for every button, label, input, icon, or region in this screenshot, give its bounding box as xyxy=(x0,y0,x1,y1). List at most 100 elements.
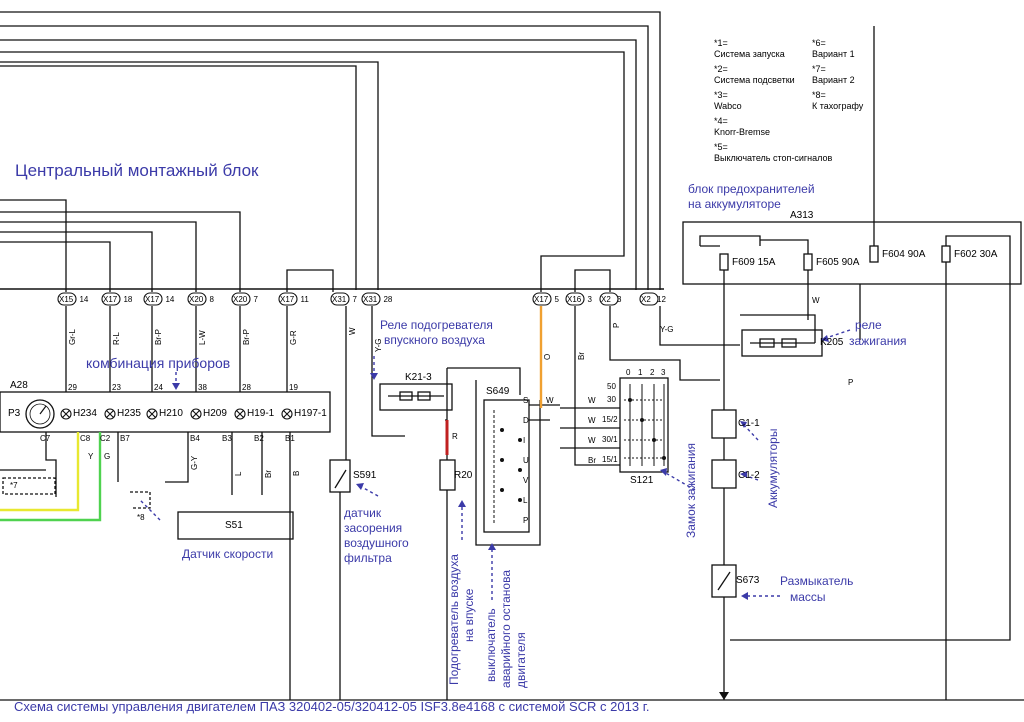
note-key: *6= xyxy=(812,38,826,48)
connector-pin: 11 xyxy=(300,295,309,304)
connector-label: X20 7 xyxy=(233,295,258,304)
emergency-switch-id: S649 xyxy=(486,386,510,397)
air-filter-label: воздушного xyxy=(344,536,409,550)
note-text: Wabco xyxy=(714,101,742,111)
wire-color: P xyxy=(612,322,621,328)
fuse-block-label: на аккумуляторе xyxy=(688,197,781,211)
cluster-bottom-pin: C8 xyxy=(80,434,91,443)
lamp-label: H210 xyxy=(159,408,183,419)
note-key: *5= xyxy=(714,142,728,152)
connector-pin: 7 xyxy=(253,295,258,304)
cluster-bottom-pin: C2 xyxy=(100,434,111,443)
battery-id: C1-1 xyxy=(738,418,760,429)
cluster-bottom-pin: B1 xyxy=(285,434,295,443)
fuse-label: F605 90A xyxy=(816,257,860,268)
emergency-switch-label: аварийного останова xyxy=(499,569,513,688)
emergency-switch-label: двигателя xyxy=(514,632,528,688)
ignition-position: 0 xyxy=(626,368,631,377)
note-key: *2= xyxy=(714,64,728,74)
wire-color: G xyxy=(104,452,111,461)
wire-color: L-W xyxy=(198,330,207,345)
wire-color: W xyxy=(588,396,596,405)
wire-color: Br xyxy=(264,470,273,478)
note-key: *3= xyxy=(714,90,728,100)
connector-label: X15 14 xyxy=(59,295,88,304)
wire-color: W xyxy=(588,416,596,425)
note-text: Вариант 2 xyxy=(812,75,855,85)
ignition-position: 1 xyxy=(638,368,643,377)
fuse-label: F602 30A xyxy=(954,249,998,260)
connector-name: X2 xyxy=(641,295,651,304)
connector-pin: 5 xyxy=(554,295,559,304)
wire-color: Br xyxy=(577,352,586,360)
note-text: Выключатель стоп-сигналов xyxy=(714,153,833,163)
fuse-block-label: блок предохранителей xyxy=(688,182,815,196)
air-filter-sensor-id: S591 xyxy=(353,470,377,481)
note-text: Система запуска xyxy=(714,49,785,59)
speed-sensor-label: Датчик скорости xyxy=(182,547,274,561)
cluster-id: A28 xyxy=(10,380,28,391)
connector-label: X2 3 xyxy=(601,295,621,304)
heater-label: Подогреватель воздуха xyxy=(447,554,461,685)
air-filter-label: фильтра xyxy=(344,551,392,565)
switch-pin: V xyxy=(523,476,529,485)
connector-label: X20 8 xyxy=(189,295,214,304)
cluster-bottom-pin: C7 xyxy=(40,434,51,443)
connector-pin: 14 xyxy=(79,295,89,304)
note-key: *8= xyxy=(812,90,826,100)
mass-switch-label: массы xyxy=(790,590,826,604)
lamp-label: H234 xyxy=(73,408,97,419)
ignition-row: 15/1 xyxy=(602,455,618,464)
air-filter-label: засорения xyxy=(344,521,403,535)
cluster-pin: 23 xyxy=(112,383,121,392)
wire-color: Y xyxy=(88,452,94,461)
note-text: Knorr-Bremse xyxy=(714,127,771,137)
air-filter-label: датчик xyxy=(344,506,382,520)
wire-color: W xyxy=(546,396,554,405)
heater-label: на впуске xyxy=(462,588,476,642)
note-text: Вариант 1 xyxy=(812,49,855,59)
connector-pin: 7 xyxy=(352,295,357,304)
connector-pin: 8 xyxy=(209,295,214,304)
connector-label: X31 28 xyxy=(363,295,392,304)
connector-name: X17 xyxy=(145,295,160,304)
wire-color: R-L xyxy=(112,332,121,345)
mass-switch-label: Размыкатель xyxy=(780,574,854,588)
connector-name: X17 xyxy=(103,295,118,304)
connector-pin: 12 xyxy=(657,295,666,304)
connector-label: X17 11 xyxy=(280,295,309,304)
ignition-row: 15/2 xyxy=(602,415,618,424)
note-key: *1= xyxy=(714,38,728,48)
wire-color: W xyxy=(588,436,596,445)
gauge-label: P3 xyxy=(8,408,21,419)
connector-pin: 18 xyxy=(123,295,133,304)
cluster-pin: 38 xyxy=(198,383,207,392)
lamp-label: H197-1 xyxy=(294,408,327,419)
wire-color: B xyxy=(292,470,301,476)
note-text: Система подсветки xyxy=(714,75,795,85)
fuse-label: F604 90A xyxy=(882,249,926,260)
connector-pin: 28 xyxy=(383,295,393,304)
connector-name: X31 xyxy=(363,295,378,304)
connector-name: X16 xyxy=(567,295,582,304)
mass-switch-id: S673 xyxy=(736,575,760,586)
lamp-label: H209 xyxy=(203,408,227,419)
connector-pin: 14 xyxy=(165,295,175,304)
central-block-label: Центральный монтажный блок xyxy=(15,161,259,180)
wire-color: G-Y xyxy=(190,455,199,470)
heater-wire: R xyxy=(452,432,458,441)
cluster-bottom-pin: B2 xyxy=(254,434,264,443)
batteries-label: Аккумуляторы xyxy=(766,428,780,508)
cluster-pin: 28 xyxy=(242,383,251,392)
wire-color: Y-G xyxy=(374,338,383,353)
connector-label: X17 14 xyxy=(145,295,174,304)
cluster-bottom-pin: B3 xyxy=(222,434,232,443)
preheat-relay-label: Реле подогревателя xyxy=(380,318,493,332)
connector-name: X20 xyxy=(233,295,248,304)
ignition-relay-id: K205 xyxy=(820,337,844,348)
wire-color: P xyxy=(848,378,854,387)
wire-color: L xyxy=(234,471,243,476)
connector-pin: 3 xyxy=(587,295,592,304)
cluster-pin: 29 xyxy=(68,383,77,392)
connector-name: X20 xyxy=(189,295,204,304)
